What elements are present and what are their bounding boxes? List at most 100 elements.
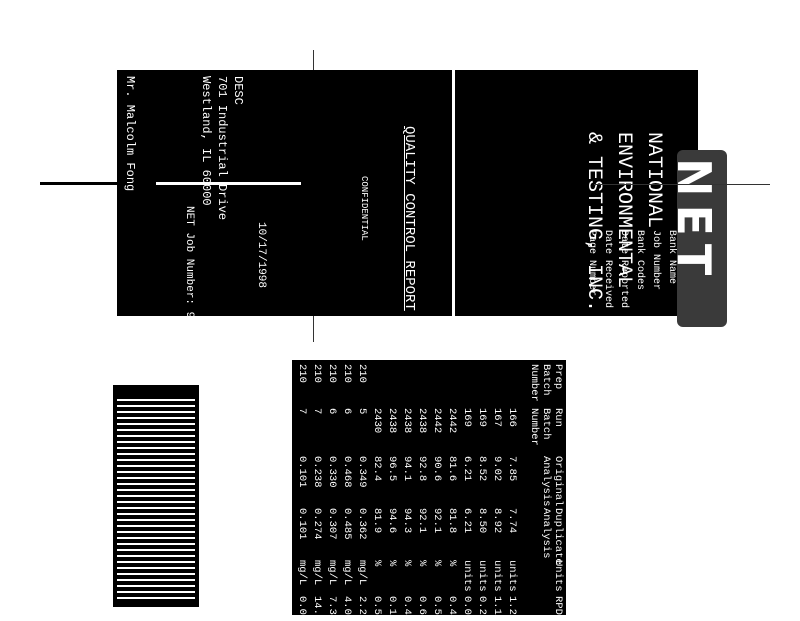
table-cell: 0.349: [356, 456, 368, 488]
table-cell: 0.101: [296, 508, 308, 540]
table-cell: 2438: [416, 408, 428, 434]
table-cell: 2442: [431, 408, 443, 434]
table-cell: 169: [476, 408, 488, 427]
table-header-cell: Batch: [540, 408, 552, 440]
remark-line: [117, 435, 195, 437]
table-cell: 0.468: [341, 456, 353, 488]
fold-tick-top: [313, 50, 314, 70]
remark-line: [117, 405, 195, 407]
remark-line: [117, 483, 195, 485]
table-cell: 0.4: [446, 596, 458, 615]
table-cell: 2438: [401, 408, 413, 434]
table-cell: 6.21: [461, 508, 473, 534]
table-cell: 6.21: [461, 456, 473, 482]
remark-line: [117, 531, 195, 533]
report-header: NATIONAL ENVIRONMENTAL & TESTING, INC. B…: [117, 70, 698, 364]
remark-line: [117, 399, 195, 401]
table-cell: 0.0: [296, 596, 308, 615]
remark-line: [117, 573, 195, 575]
table-cell: 0.0: [461, 596, 473, 615]
table-cell: 1.2: [506, 596, 518, 615]
remark-line: [117, 537, 195, 539]
table-cell: 7.85: [506, 456, 518, 482]
table-cell: 94.1: [401, 456, 413, 482]
table-cell: %: [386, 560, 398, 567]
job-number: NET Job Number: 98.31394: [183, 206, 195, 365]
address-company: DESC: [231, 76, 245, 105]
info-line: Date Reported: [618, 230, 629, 309]
table-cell: 169: [461, 408, 473, 427]
table-cell: 0.485: [341, 508, 353, 540]
table-cell: 1.1: [491, 596, 503, 615]
table-cell: %: [416, 560, 428, 567]
remark-line: [117, 411, 195, 413]
table-cell: 94.3: [401, 508, 413, 534]
table-cell: 8.92: [491, 508, 503, 534]
table-cell: 2442: [446, 408, 458, 434]
table-cell: 0.4: [401, 596, 413, 615]
table-cell: 210: [296, 364, 308, 383]
header-divider: [452, 70, 455, 316]
table-cell: 0.362: [356, 508, 368, 540]
table-cell: %: [371, 560, 383, 567]
table-cell: units: [506, 560, 518, 592]
table-cell: 0.1: [386, 596, 398, 615]
table-cell: 14.3: [311, 596, 323, 621]
table-header-cell: Units: [552, 560, 564, 592]
remark-line: [117, 489, 195, 491]
address-city: Westland, IL 60000: [199, 76, 213, 206]
remark-line: [117, 429, 195, 431]
address-street: 701 Industrial Drive: [215, 76, 229, 221]
table-cell: 8.52: [476, 456, 488, 482]
remark-line: [117, 585, 195, 587]
table-cell: 9.02: [491, 456, 503, 482]
table-cell: 81.6: [446, 456, 458, 482]
table-header-cell: Run: [552, 408, 564, 427]
table-header-cell: Duplicate: [552, 508, 564, 565]
report-date: 10/17/1998: [255, 222, 267, 289]
table-cell: 0.101: [296, 456, 308, 488]
info-line: Job Number: [650, 230, 661, 291]
table-cell: 2.2: [356, 596, 368, 615]
remark-line: [117, 447, 195, 449]
table-cell: units: [491, 560, 503, 592]
table-cell: 210: [341, 364, 353, 383]
table-cell: mg/L: [326, 560, 338, 586]
table-cell: 90.6: [431, 456, 443, 482]
remark-line: [117, 579, 195, 581]
info-line: Page Number: [586, 230, 597, 297]
remark-line: [117, 543, 195, 545]
table-cell: 94.6: [386, 508, 398, 534]
remark-line: [117, 471, 195, 473]
fold-line-right: [594, 184, 770, 185]
table-header-cell: Number: [528, 364, 540, 402]
table-cell: %: [431, 560, 443, 567]
table-cell: mg/L: [311, 560, 323, 586]
remark-line: [117, 465, 195, 467]
report-title: QUALITY CONTROL REPORT: [401, 126, 417, 311]
table-header-cell: Original: [552, 456, 564, 507]
table-cell: mg/L: [341, 560, 353, 586]
table-cell: %: [401, 560, 413, 567]
table-cell: 5: [356, 408, 368, 415]
remark-line: [117, 501, 195, 503]
remark-line: [117, 423, 195, 425]
table-cell: 82.4: [371, 456, 383, 482]
table-cell: units: [476, 560, 488, 592]
info-line: Date Received: [602, 230, 613, 309]
remark-line: [117, 495, 195, 497]
remark-line: [117, 525, 195, 527]
fold-tick-bottom: [313, 316, 314, 342]
table-cell: units: [461, 560, 473, 592]
table-cell: 81.9: [371, 508, 383, 534]
table-cell: 6: [326, 408, 338, 415]
table-cell: mg/L: [356, 560, 368, 586]
table-cell: 0.6: [416, 596, 428, 615]
table-cell: 0.2: [476, 596, 488, 615]
table-header-cell: Number: [528, 408, 540, 446]
table-cell: mg/L: [296, 560, 308, 586]
table-cell: 167: [491, 408, 503, 427]
remark-line: [117, 597, 195, 599]
table-cell: 0.330: [326, 456, 338, 488]
table-cell: 210: [311, 364, 323, 383]
